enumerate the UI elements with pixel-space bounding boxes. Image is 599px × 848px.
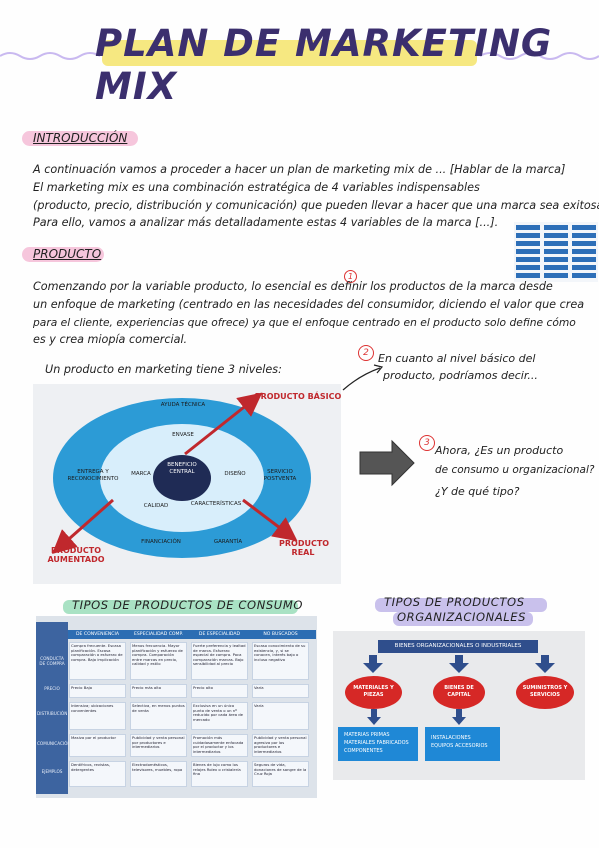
intro-line-2: El marketing mix es una combinación estr… bbox=[33, 181, 480, 194]
consumer-row-label: COMUNICACIÓN bbox=[37, 740, 71, 746]
marker-1: 1 bbox=[344, 270, 357, 283]
consumer-table-cell: Menos frecuencia. Mayor planificación y … bbox=[130, 642, 187, 680]
consumer-row-label: CONDUCTA DE COMPRA bbox=[39, 656, 65, 666]
ring-label-financiacion: FINANCIACIÓN bbox=[141, 539, 181, 545]
consumer-table-label-column bbox=[36, 622, 68, 794]
consumer-table-cell: Varía bbox=[252, 684, 309, 698]
note2-arrow bbox=[342, 364, 384, 391]
product-levels-diagram: BENEFICIO CENTRAL ENVASE MARCA DISEÑO CA… bbox=[33, 384, 341, 584]
org-root-box: BIENES ORGANIZACIONALES O INDUSTRIALES bbox=[378, 640, 538, 653]
note3-line-3: ¿Y de qué tipo? bbox=[435, 485, 520, 498]
ring-label-servicio: SERVICIO POSTVENTA bbox=[263, 469, 297, 482]
product-line-2: un enfoque de marketing (centrado en las… bbox=[33, 298, 585, 311]
ring-label-envase: ENVASE bbox=[172, 432, 194, 438]
ring-label-garantia: GARANTÍA bbox=[213, 539, 243, 545]
consumer-col-header: DE ESPECIALIDAD bbox=[198, 632, 241, 637]
consumer-title-highlight bbox=[63, 600, 298, 614]
note3-line-1: Ahora, ¿Es un producto bbox=[435, 444, 564, 457]
ring-label-entrega: ENTREGA Y RECONOCIMIENTO bbox=[67, 469, 119, 482]
organizational-products-diagram: BIENES ORGANIZACIONALES O INDUSTRIALES M… bbox=[333, 631, 585, 780]
decorative-wave-line bbox=[0, 52, 599, 60]
intro-line-4: Para ello, vamos a analizar más detallad… bbox=[33, 216, 499, 229]
consumer-table-cell: Compra frecuente. Escasa planificación. … bbox=[69, 642, 126, 680]
consumer-table-cell: Fuerte preferencia y lealtad de marca. E… bbox=[191, 642, 248, 680]
ring-label-marca: MARCA bbox=[131, 471, 151, 477]
consumer-table-cell: Masiva por el productor bbox=[69, 734, 126, 757]
org-sub-b-box: INSTALACIONES EQUIPOS ACCESORIOS bbox=[425, 727, 500, 761]
org-child-capital: BIENES DE CAPITAL bbox=[433, 676, 485, 709]
consumer-table-header-bar bbox=[66, 630, 316, 639]
ring-label-diseno: DISEÑO bbox=[224, 471, 246, 477]
consumer-table-cell: Bienes de lujo como los relojes Rolex o … bbox=[191, 761, 248, 787]
consumer-table-cell: Publicidad y venta personal por producto… bbox=[130, 734, 187, 757]
org-sub-a-box: MATERIAS PRIMAS MATERIALES FABRICADOS CO… bbox=[338, 727, 418, 761]
big-arrow-icon bbox=[359, 439, 415, 487]
org-sub-a-item-1: MATERIAS PRIMAS bbox=[344, 732, 390, 738]
consumer-table-cell: Intensiva; ubicaciones convenientes bbox=[69, 702, 126, 730]
org-sub-b-item-2: EQUIPOS ACCESORIOS bbox=[431, 743, 488, 749]
consumer-row-label: PRECIO bbox=[44, 686, 60, 691]
intro-heading-highlight bbox=[22, 131, 138, 146]
product-line-3: para el cliente, experiencias que ofrece… bbox=[33, 316, 576, 329]
intro-line-3: (producto, precio, distribución y comuni… bbox=[33, 199, 599, 212]
ring-label-calidad: CALIDAD bbox=[143, 503, 169, 509]
note3-line-2: de consumo u organizacional? bbox=[435, 464, 595, 476]
marker-2: 2 bbox=[358, 345, 374, 361]
consumer-row-label: EJEMPLOS bbox=[41, 769, 63, 774]
marker-3: 3 bbox=[419, 435, 435, 451]
consumer-table-cell: Selectiva, en menos puntos de venta bbox=[130, 702, 187, 730]
marketing-mix-table-thumbnail bbox=[514, 222, 598, 282]
diagram-rings bbox=[52, 392, 311, 558]
note2-line-2: producto, podríamos decir... bbox=[383, 369, 538, 382]
note2-line-1: En cuanto al nivel básico del bbox=[378, 352, 536, 365]
org-title-highlight-1 bbox=[375, 598, 547, 612]
consumer-table-cell: Promoción más cuidadosamente enfocada po… bbox=[191, 734, 248, 757]
intro-line-1: A continuación vamos a proceder a hacer … bbox=[33, 163, 566, 176]
consumer-table-cell: Electrodomésticos, televisores, muebles,… bbox=[130, 761, 187, 787]
consumer-products-table: DE CONVENIENCIA ESPECIALIDAD COMP. DE ESPE… bbox=[36, 616, 317, 798]
label-producto-aumentado: PRODUCTO AUMENTADO bbox=[47, 546, 105, 564]
product-heading: PRODUCTO bbox=[33, 247, 102, 261]
consumer-table-cell: Publicidad y venta personal agresiva por… bbox=[252, 734, 309, 757]
org-title-line-1: TIPOS DE PRODUCTOS bbox=[384, 595, 525, 609]
org-sub-a-item-2: MATERIALES FABRICADOS bbox=[344, 740, 409, 746]
consumer-table-cell: Escaso conocimiento de su existencia, y,… bbox=[252, 642, 309, 680]
label-producto-basico: PRODUCTO BÁSICO bbox=[254, 392, 342, 401]
consumer-table-cell: Precio más alto bbox=[130, 684, 187, 698]
ring-label-caracteristicas: CARACTERÍSTICAS bbox=[190, 501, 242, 507]
consumer-table-cell: Seguros de vida, donaciones de sangre de… bbox=[252, 761, 309, 787]
org-child-materiales: MATERIALES Y PIEZAS bbox=[345, 676, 402, 709]
product-line-4: es y crea miopía comercial. bbox=[33, 333, 188, 346]
consumer-table-cell: Dentífricos, revistas, detergentes bbox=[69, 761, 126, 787]
label-producto-real: PRODUCTO REAL bbox=[279, 539, 330, 557]
product-line-1: Comenzando por la variable producto, lo … bbox=[33, 280, 553, 293]
consumer-col-header: ESPECIALIDAD COMP. bbox=[133, 632, 183, 637]
intro-heading: INTRODUCCIÓN bbox=[33, 131, 128, 145]
consumer-row-label: DISTRIBUCIÓN bbox=[37, 711, 68, 716]
ring-label-ayuda-tecnica: AYUDA TÉCNICA bbox=[160, 402, 206, 408]
org-title-line-2: ORGANIZACIONALES bbox=[397, 610, 527, 624]
consumer-col-header: DE CONVENIENCIA bbox=[75, 632, 120, 637]
consumer-col-header: NO BUSCADOS bbox=[263, 632, 298, 637]
core-benefit-label: BENEFICIO CENTRAL bbox=[167, 462, 197, 475]
product-heading-highlight bbox=[22, 247, 104, 262]
consumer-table-cell: Varía bbox=[252, 702, 309, 730]
consumer-table-cell: Exclusiva en un único punto de venta o u… bbox=[191, 702, 248, 730]
org-child-suministros: SUMINISTROS Y SERVICIOS bbox=[516, 676, 574, 709]
levels-line: Un producto en marketing tiene 3 niveles… bbox=[45, 363, 282, 376]
consumer-table-cell: Precio alto bbox=[191, 684, 248, 698]
org-sub-b-item-1: INSTALACIONES bbox=[431, 735, 471, 741]
org-sub-a-item-3: COMPONENTES bbox=[344, 748, 383, 754]
page-title: PLAN DE MARKETING MIX bbox=[95, 22, 553, 108]
org-title-highlight-2 bbox=[393, 612, 533, 626]
org-arrows bbox=[363, 655, 555, 725]
consumer-table-cell: Precio Bajo bbox=[69, 684, 126, 698]
consumer-title: TIPOS DE PRODUCTOS DE CONSUMO bbox=[72, 598, 303, 612]
title-highlight bbox=[102, 40, 477, 66]
